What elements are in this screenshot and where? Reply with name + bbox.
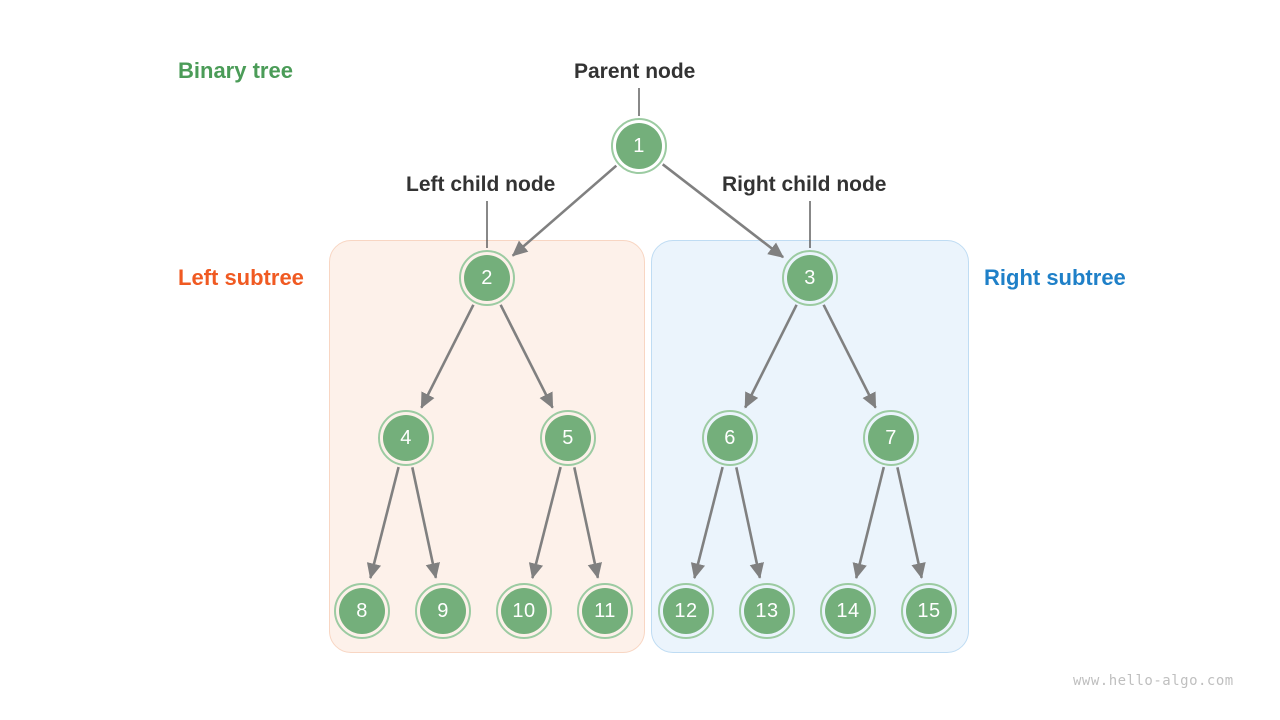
tree-node-13: 13 (739, 583, 795, 639)
tree-node-label: 1 (616, 123, 662, 169)
tree-node-6: 6 (702, 410, 758, 466)
tree-node-11: 11 (577, 583, 633, 639)
annotation-left-child-node: Left child node (406, 173, 556, 196)
tree-node-label: 14 (825, 588, 871, 634)
tree-node-label: 11 (582, 588, 628, 634)
tree-node-1: 1 (611, 118, 667, 174)
tree-node-label: 3 (787, 255, 833, 301)
tree-node-label: 2 (464, 255, 510, 301)
annotation-right-subtree: Right subtree (984, 265, 1126, 290)
watermark: www.hello-algo.com (1073, 673, 1234, 689)
tree-node-8: 8 (334, 583, 390, 639)
tree-node-9: 9 (415, 583, 471, 639)
tree-node-label: 15 (906, 588, 952, 634)
diagram-title: Binary tree (178, 58, 293, 83)
tree-node-label: 12 (663, 588, 709, 634)
tree-node-15: 15 (901, 583, 957, 639)
annotation-parent-node: Parent node (574, 60, 696, 83)
tree-node-label: 5 (545, 415, 591, 461)
tree-node-7: 7 (863, 410, 919, 466)
tree-node-label: 13 (744, 588, 790, 634)
tree-node-12: 12 (658, 583, 714, 639)
tree-node-label: 8 (339, 588, 385, 634)
annotation-right-child-node: Right child node (722, 173, 887, 196)
tree-node-label: 9 (420, 588, 466, 634)
tree-node-2: 2 (459, 250, 515, 306)
tree-node-4: 4 (378, 410, 434, 466)
tree-node-label: 10 (501, 588, 547, 634)
tree-node-label: 7 (868, 415, 914, 461)
tree-node-10: 10 (496, 583, 552, 639)
tree-node-5: 5 (540, 410, 596, 466)
tree-node-label: 6 (707, 415, 753, 461)
tree-node-3: 3 (782, 250, 838, 306)
tree-node-label: 4 (383, 415, 429, 461)
tree-node-14: 14 (820, 583, 876, 639)
annotation-left-subtree: Left subtree (178, 265, 304, 290)
